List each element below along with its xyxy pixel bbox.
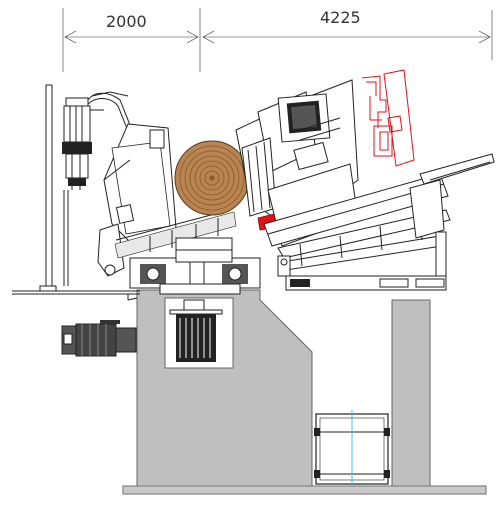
outfeed-frame: [263, 153, 495, 291]
dimension-label-right: 4225: [320, 8, 361, 27]
hydraulic-column: [39, 84, 133, 292]
pit-cage: [314, 410, 390, 486]
machine-base-support: [129, 237, 261, 295]
red-component: [361, 69, 415, 167]
dimension-lines: 2000 4225: [62, 8, 493, 72]
log-loader-frame: [97, 123, 237, 277]
dimension-label-left: 2000: [106, 12, 147, 31]
wood-log: [174, 140, 250, 216]
electric-motor: [61, 320, 137, 357]
radiator-unit: [169, 299, 223, 362]
saw-head: [235, 79, 359, 247]
